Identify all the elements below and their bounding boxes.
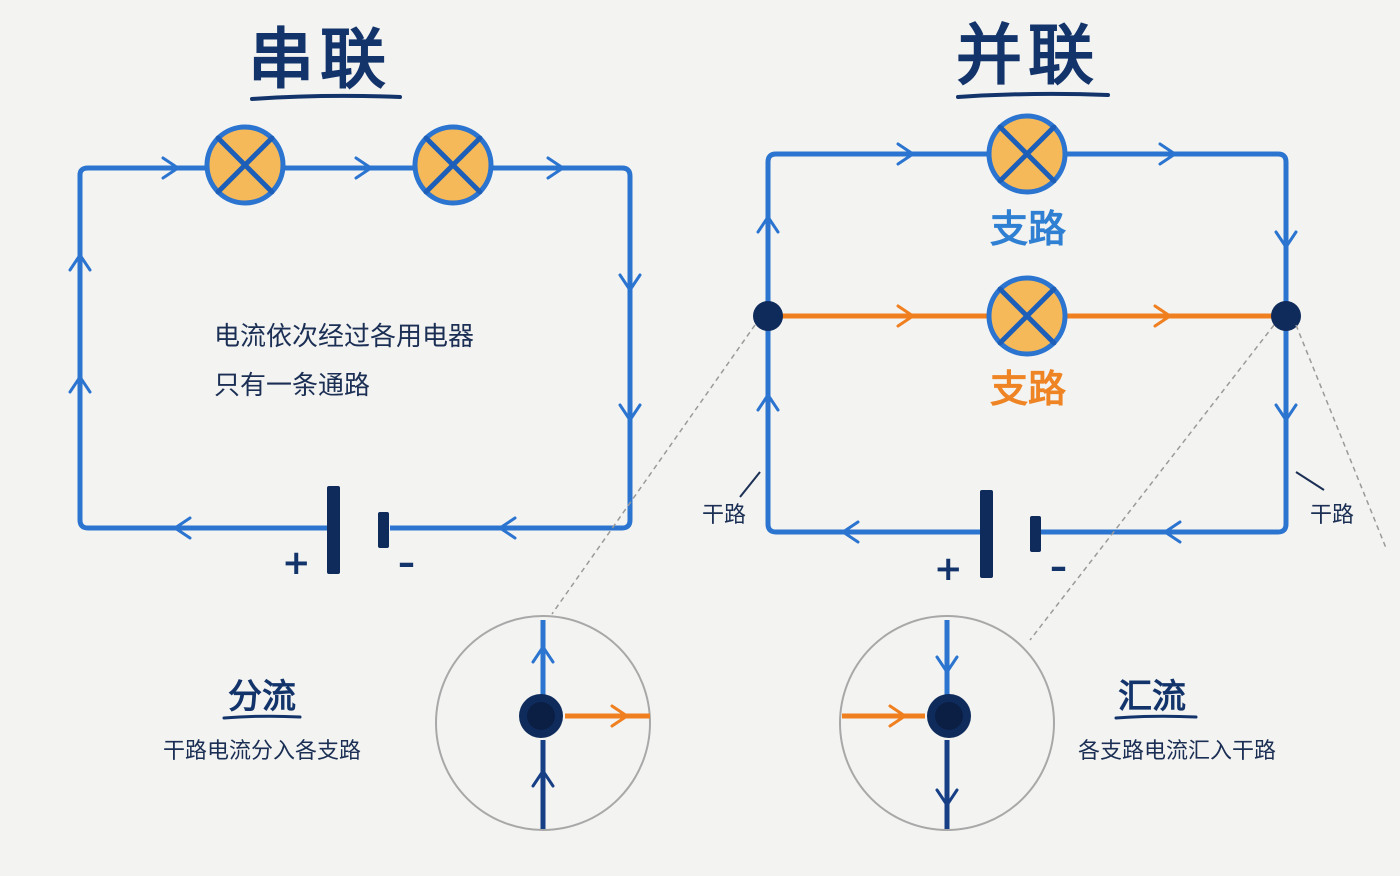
series-minus: – xyxy=(398,543,415,583)
arrow-icon xyxy=(610,704,630,728)
junction-right xyxy=(1271,301,1301,331)
arrow-icon xyxy=(935,655,959,675)
parallel-arrows-blue xyxy=(756,142,1298,544)
series-desc-line2: 只有一条通路 xyxy=(214,371,370,401)
arrow-icon xyxy=(68,374,92,394)
parallel-plus: + xyxy=(934,549,963,589)
branch-label-top: 支路 xyxy=(990,207,1067,251)
arrow-icon xyxy=(546,156,566,180)
series-title: 串联 xyxy=(248,21,392,98)
arrow-icon xyxy=(840,520,860,544)
arrow-icon xyxy=(68,252,92,272)
split-title-underline xyxy=(222,714,302,720)
split-title: 分流 xyxy=(228,677,296,717)
arrow-icon xyxy=(172,516,192,540)
junction-left xyxy=(753,301,783,331)
arrow-icon xyxy=(1153,304,1173,328)
merge-zoom xyxy=(839,615,1055,831)
merge-desc: 各支路电流汇入干路 xyxy=(1078,739,1276,764)
battery-long-plate xyxy=(327,486,340,574)
zoom-connectors xyxy=(551,324,1387,641)
merge-title-underline xyxy=(1114,714,1198,720)
merge-title: 汇流 xyxy=(1118,677,1186,717)
battery-short-plate xyxy=(378,512,389,548)
parallel-bulb-top xyxy=(986,113,1068,195)
series-bulb-2 xyxy=(412,124,494,206)
series-title-underline xyxy=(250,93,402,101)
main-label-right: 干路 xyxy=(1310,503,1354,528)
arrow-icon xyxy=(756,392,780,412)
arrow-icon xyxy=(935,788,959,808)
parallel-arrows-orange xyxy=(896,304,1173,328)
parallel-bulb-bottom xyxy=(986,275,1068,357)
lamp-x-icon xyxy=(423,135,483,195)
arrow-icon xyxy=(888,704,908,728)
parallel-title: 并联 xyxy=(956,17,1100,94)
series-wire xyxy=(77,165,633,531)
main-right-pointer xyxy=(1295,471,1325,491)
arrow-icon xyxy=(1274,230,1298,250)
lamp-x-icon xyxy=(215,135,275,195)
parallel-minus: – xyxy=(1050,547,1067,587)
main-left-pointer xyxy=(739,471,761,498)
parallel-battery xyxy=(980,490,1041,578)
lamp-x-icon xyxy=(997,286,1057,346)
split-zoom xyxy=(435,615,651,831)
arrow-icon xyxy=(354,156,374,180)
battery-short-plate xyxy=(1030,516,1041,552)
arrow-icon xyxy=(618,403,642,423)
battery-long-plate xyxy=(980,490,993,578)
parallel-section: 并联 xyxy=(702,17,1354,589)
series-plus: + xyxy=(282,543,311,583)
lamp-x-icon xyxy=(997,124,1057,184)
arrow-icon xyxy=(161,156,181,180)
branch-label-bottom: 支路 xyxy=(990,367,1067,411)
arrow-icon xyxy=(497,516,517,540)
series-section: 串联 xyxy=(68,21,642,583)
arrow-icon xyxy=(1274,403,1298,423)
arrow-icon xyxy=(1162,520,1182,544)
arrow-icon xyxy=(756,214,780,234)
series-battery xyxy=(327,486,389,574)
series-desc-line1: 电流依次经过各用电器 xyxy=(214,322,474,352)
series-arrows xyxy=(68,156,642,540)
arrow-icon xyxy=(896,304,916,328)
series-bulb-1 xyxy=(204,124,286,206)
split-desc: 干路电流分入各支路 xyxy=(163,739,361,764)
arrow-icon xyxy=(1158,142,1178,166)
arrow-icon xyxy=(896,142,916,166)
parallel-title-underline xyxy=(956,91,1110,99)
main-label-left: 干路 xyxy=(702,503,746,528)
arrow-icon xyxy=(531,644,555,664)
arrow-icon xyxy=(531,768,555,788)
arrow-icon xyxy=(618,273,642,293)
